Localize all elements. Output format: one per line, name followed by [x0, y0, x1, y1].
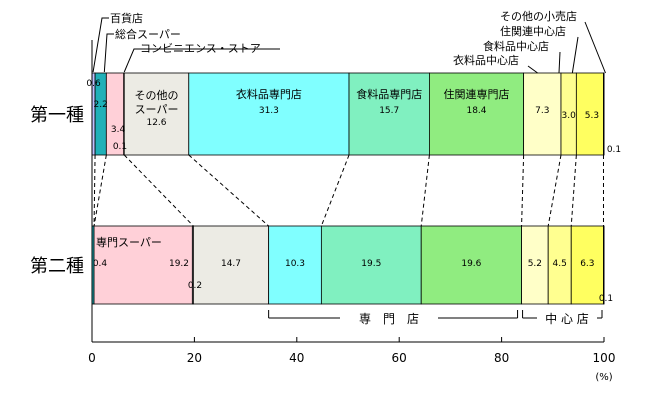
bar-segment	[320, 225, 422, 305]
data-label: 0.1	[599, 294, 613, 304]
data-label: 4.5	[553, 259, 567, 269]
data-label: 0.6	[86, 79, 101, 89]
connector-line	[123, 154, 194, 227]
data-label: 0.1	[113, 142, 127, 152]
connector-line	[570, 154, 577, 227]
connector-line	[93, 154, 107, 227]
x-tick-label: 60	[392, 351, 407, 365]
bracket-label-bg	[340, 310, 438, 326]
data-label: 0.1	[607, 145, 621, 155]
data-label: 0.4	[93, 259, 108, 269]
bar-segment	[123, 72, 190, 156]
bracket-label-bg	[537, 310, 597, 326]
connector-line	[93, 154, 96, 227]
bracket-label: 中 心 店	[545, 311, 589, 326]
data-label: 14.7	[221, 259, 241, 269]
data-label: 5.2	[528, 259, 542, 269]
x-axis-unit: (%)	[595, 372, 612, 383]
connector-line	[547, 154, 562, 227]
callout-leader	[584, 21, 606, 74]
data-label: 6.3	[580, 259, 594, 269]
callout-leader	[571, 36, 579, 74]
row-label: 第一種	[30, 105, 84, 126]
connector-line	[188, 154, 269, 227]
callout-leader	[558, 51, 561, 74]
bar-segment	[570, 225, 604, 305]
bar-segment	[603, 72, 605, 156]
callout-label: その他の小売店	[500, 9, 577, 23]
data-label: 2.2	[94, 100, 108, 110]
callout-label: 総合スーパー	[115, 27, 181, 41]
callout-leader	[103, 33, 114, 73]
data-label: 10.3	[285, 259, 305, 269]
bracket-label: 専 門 店	[359, 312, 419, 326]
x-tick-label: 100	[593, 351, 616, 365]
x-tick-label: 20	[187, 351, 202, 365]
data-label: 0.2	[188, 281, 202, 291]
data-label: 12.6	[146, 118, 166, 128]
callout-label: 食料品中心店	[483, 39, 549, 53]
callout-leader	[92, 17, 109, 73]
x-tick-label: 80	[494, 351, 509, 365]
bar-segment	[521, 225, 549, 305]
connector-line	[320, 154, 350, 227]
callout-leader	[527, 65, 538, 74]
row-label: 第二種	[30, 256, 84, 277]
segment-name-label: 専門スーパー	[96, 236, 162, 249]
x-tick-label: 0	[88, 351, 96, 365]
bar-segment	[603, 225, 605, 305]
bar-segment	[420, 225, 522, 305]
data-label: 31.3	[259, 106, 279, 116]
data-label: 3.0	[562, 111, 577, 121]
bar-segment	[93, 225, 193, 305]
connector-line	[420, 154, 430, 227]
bar-segment	[348, 72, 430, 156]
segment-name-label: 衣料品専門店	[236, 87, 302, 101]
segment-name-label: 食料品専門店	[356, 87, 422, 101]
segment-name-label: その他の	[135, 89, 179, 102]
data-label: 19.5	[361, 259, 381, 269]
data-label: 5.3	[585, 111, 599, 121]
bar-segment	[188, 72, 350, 156]
bar-segment	[268, 225, 322, 305]
data-label: 18.4	[466, 106, 486, 116]
bar-segment	[575, 72, 604, 156]
callout-label: コンビニエンス・ストア	[140, 42, 261, 55]
data-label: 7.3	[535, 106, 549, 116]
callout-label: 衣料品中心店	[453, 53, 519, 67]
callout-label: 住関連中心店	[500, 24, 566, 38]
data-label: 19.6	[461, 259, 481, 269]
bar-segment	[192, 225, 270, 305]
segment-name-label: 住関連専門店	[444, 87, 510, 101]
data-label: 15.7	[379, 106, 399, 116]
data-label: 3.4	[111, 125, 126, 135]
connector-line	[521, 154, 525, 227]
x-tick-label: 40	[289, 351, 304, 365]
callout-label: 百貨店	[110, 11, 143, 25]
segment-name-label: スーパー	[135, 103, 179, 116]
data-label: 19.2	[169, 259, 189, 269]
callout-leader	[123, 48, 280, 73]
